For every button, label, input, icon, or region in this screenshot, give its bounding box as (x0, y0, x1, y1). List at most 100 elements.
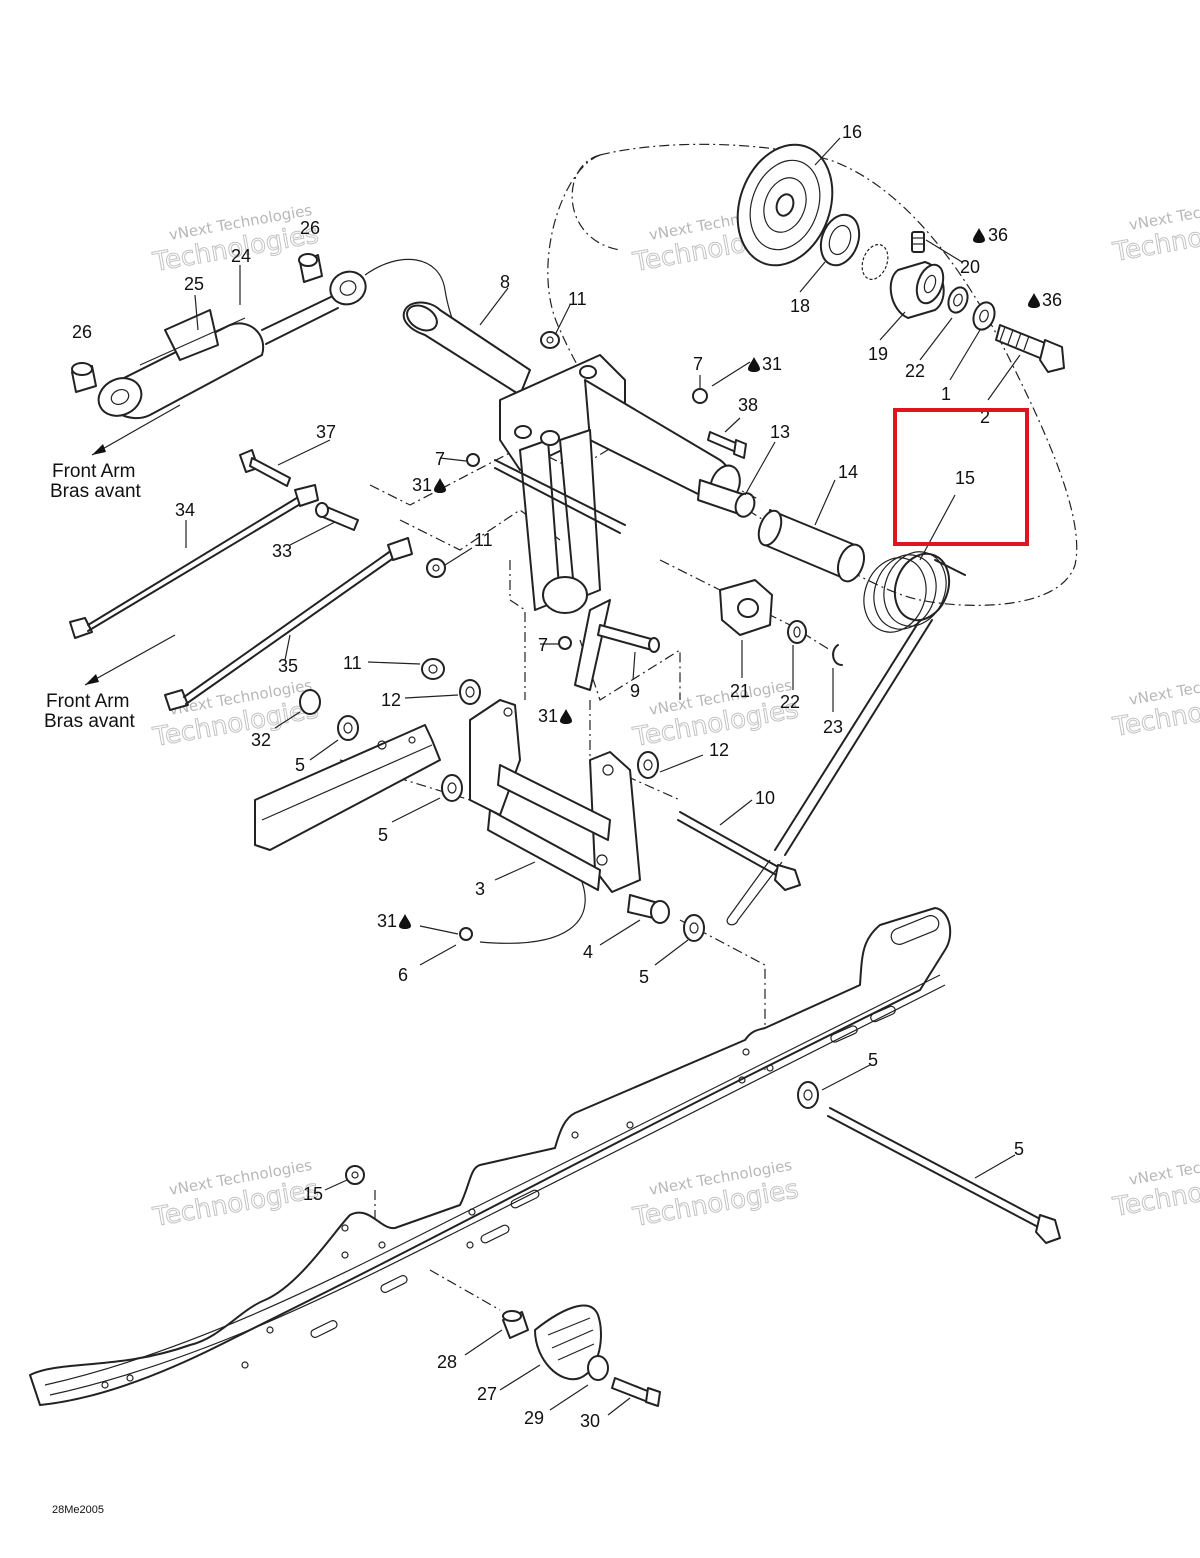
grease-drop-icon (1028, 293, 1040, 308)
callout-35: 33 (272, 541, 292, 561)
callout-26: 26 (72, 322, 92, 342)
callout-11: 11 (474, 530, 493, 550)
callout-2: 2 (980, 407, 990, 427)
callout-22: 22 (780, 692, 800, 712)
callout-1: 1 (941, 384, 951, 404)
washer (683, 914, 705, 942)
callout-31: 31 (412, 475, 432, 495)
callout-31: 31 (377, 911, 397, 931)
callout-9: 9 (630, 681, 640, 701)
cross-bolt (677, 811, 801, 891)
front-arm-note-2: Front Arm Bras avant (44, 691, 136, 732)
idler-wheel (736, 143, 834, 267)
nut (345, 1165, 365, 1185)
callout-22: 22 (905, 361, 925, 381)
slide-rail (29, 907, 952, 1406)
callout-32: 36 (1042, 290, 1062, 310)
washer (972, 301, 996, 331)
callout-23: 23 (823, 717, 843, 737)
bolt (239, 449, 291, 487)
dash-line (579, 639, 681, 701)
torque-rod (164, 537, 413, 711)
grease-fitting (459, 927, 473, 941)
callout-15: 15 (955, 468, 975, 488)
runner-bracket (254, 724, 441, 851)
callout-14: 14 (838, 462, 858, 482)
wheel-spacer (889, 261, 945, 319)
grease-fitting (692, 388, 708, 404)
axle (697, 479, 756, 518)
grease-drop-icon (560, 709, 572, 724)
note-english: Front Arm (52, 461, 135, 482)
spacer (315, 502, 359, 531)
callout-7: 7 (693, 354, 703, 374)
callout-7: 6 (398, 965, 408, 985)
callout-31: 31 (538, 706, 558, 726)
callout-36: 34 (175, 500, 195, 520)
callout-12: 12 (709, 740, 729, 760)
front-arm-arrow (91, 404, 181, 456)
pivot-shaft (597, 624, 660, 653)
washer (337, 715, 359, 741)
note-french: Bras avant (50, 481, 142, 502)
bushing (71, 362, 97, 393)
callout-26: 26 (300, 218, 320, 238)
lower-bracket (469, 699, 670, 944)
set-screw (911, 231, 925, 253)
washer (637, 751, 659, 779)
callout-7: 7 (538, 635, 548, 655)
callout-6: 5 (1014, 1139, 1024, 1159)
grease-drop-icon (973, 228, 985, 243)
front-arm-note-1: Front Arm Bras avant (50, 461, 142, 502)
grease-drop-icon (399, 914, 411, 929)
wheel-outline-arc (571, 154, 621, 251)
callout-21: 21 (730, 681, 750, 701)
callout-7: 7 (435, 449, 445, 469)
callout-11: 11 (343, 653, 362, 673)
callout-4: 4 (583, 942, 593, 962)
washer (459, 679, 481, 705)
grease-drop-icon (434, 478, 446, 493)
note-english: Front Arm (46, 691, 129, 712)
wheel-bolt (995, 324, 1065, 373)
rail-bolt (797, 1081, 1061, 1244)
nut (421, 658, 445, 680)
leader-lines (185, 137, 1021, 1416)
washer (947, 286, 969, 314)
callout-18: 18 (790, 296, 810, 316)
callout-16: 15 (303, 1184, 323, 1204)
callout-5: 5 (378, 825, 388, 845)
callout-11: 11 (568, 289, 587, 309)
callout-31: 31 (762, 354, 782, 374)
rail-stopper (502, 1304, 661, 1407)
callout-24: 24 (231, 246, 251, 266)
dash-line (509, 560, 526, 700)
dash-line (429, 1269, 501, 1311)
spacer-sleeve (757, 509, 866, 583)
callout-12: 12 (381, 690, 401, 710)
callout-19: 19 (868, 344, 888, 364)
grease-drop-icons (399, 228, 1040, 929)
grease-fitting (558, 636, 572, 650)
callout-5: 5 (868, 1050, 878, 1070)
torsion-spring (726, 551, 966, 926)
washer (787, 620, 807, 644)
callout-17: 16 (842, 122, 862, 142)
callout-10: 10 (755, 788, 775, 808)
callout-8: 8 (500, 272, 510, 292)
shock-absorber (97, 258, 471, 420)
clip (832, 644, 843, 666)
washer (299, 689, 321, 715)
wheel-bearing (819, 213, 861, 267)
retaining-ring (861, 243, 889, 281)
torque-rod (69, 484, 319, 639)
callout-34: 32 (251, 730, 271, 750)
callout-28: 28 (437, 1352, 457, 1372)
front-arm-arrow (84, 634, 176, 686)
callout-38: 38 (738, 395, 758, 415)
nut (540, 331, 560, 349)
callout-labels: 16 18 19 22 1 2 20 36 36 8 11 7 31 38 13… (72, 122, 1062, 1431)
callout-27: 27 (477, 1384, 497, 1404)
callout-20: 20 (960, 257, 980, 277)
stopper-block (719, 579, 773, 636)
